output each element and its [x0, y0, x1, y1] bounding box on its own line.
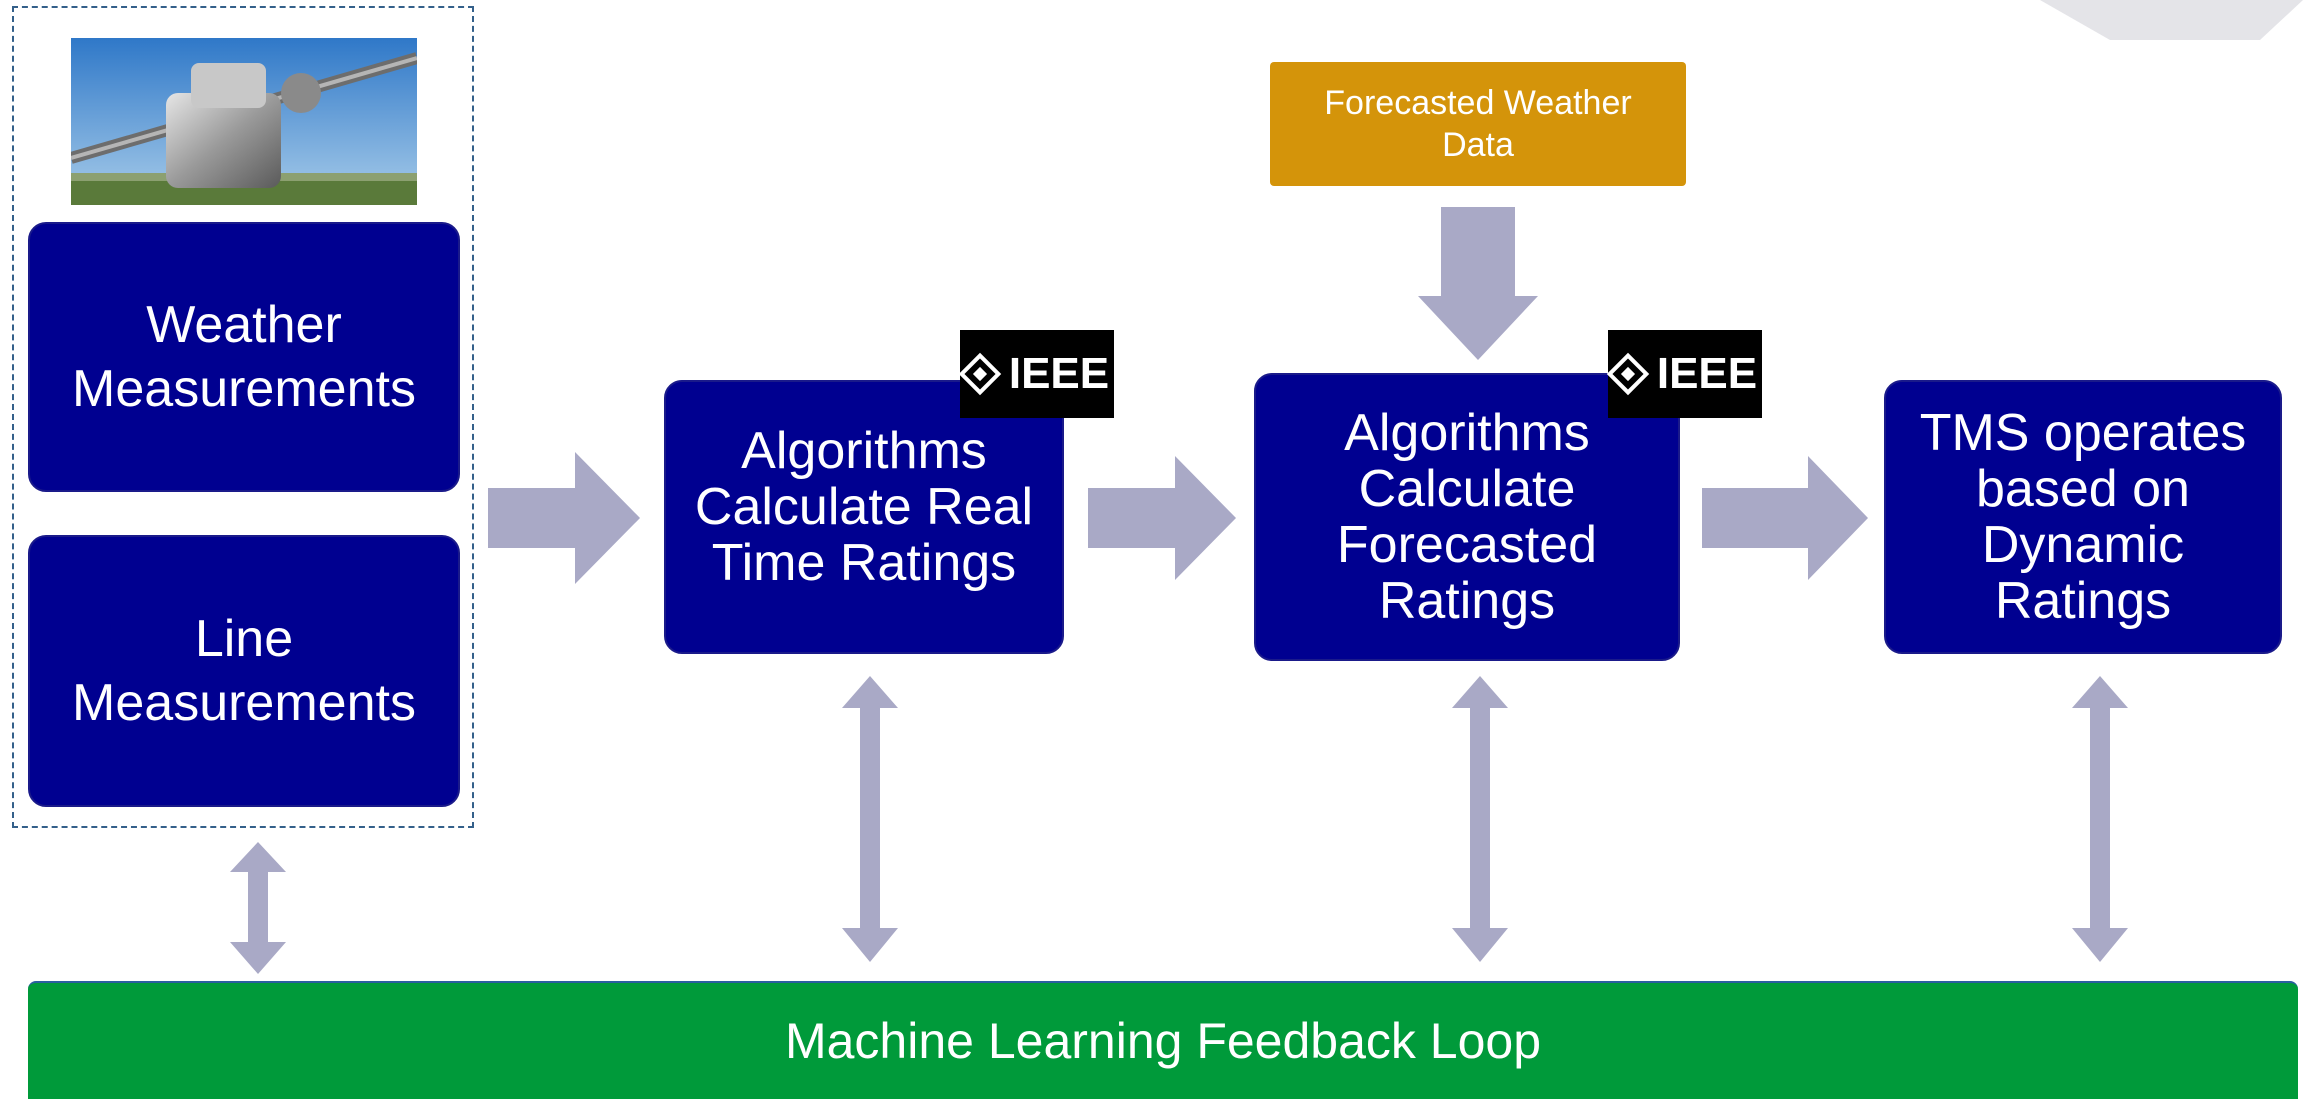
ieee-logo-text: IEEE: [1656, 349, 1758, 398]
realtime-line-1: Algorithms: [741, 422, 987, 480]
forecasted-ratings-box: Algorithms Calculate Forecasted Ratings: [1254, 373, 1680, 661]
weather-measurements-box: Weather Measurements: [28, 222, 460, 492]
ieee-logo: IEEE: [1606, 330, 1762, 418]
forecasted-weather-data-box: Forecasted Weather Data: [1270, 62, 1686, 186]
weather-line-2: Measurements: [72, 360, 416, 418]
weather-line-1: Weather: [146, 296, 342, 354]
tms-line-3: Dynamic: [1981, 516, 2185, 574]
line-line-2: Measurements: [72, 674, 416, 732]
line-sensor-photo: [71, 38, 417, 205]
bidirectional-arrow-icon: [842, 676, 898, 962]
arrow-right-icon: [488, 452, 640, 584]
forecasted-line-4: Ratings: [1378, 572, 1556, 630]
arrow-right-icon: [1088, 456, 1236, 580]
tms-line-1: TMS operates: [1919, 404, 2247, 462]
tms-line-4: Ratings: [1994, 572, 2172, 630]
ieee-logo: IEEE: [958, 330, 1114, 418]
corner-decoration: [2040, 0, 2303, 40]
sensor-group-frame: [12, 6, 474, 828]
forecast-line-1: Forecasted Weather: [1324, 84, 1632, 122]
forecasted-line-2: Calculate: [1358, 460, 1576, 518]
feedback-label: Machine Learning Feedback Loop: [784, 1013, 1542, 1069]
arrow-down-icon: [1418, 207, 1538, 360]
tms-line-2: based on: [1976, 460, 2190, 518]
line-measurements-box: Line Measurements: [28, 535, 460, 807]
ieee-logo-text: IEEE: [1008, 349, 1110, 398]
forecasted-line-3: Forecasted: [1336, 516, 1598, 574]
realtime-line-3: Time Ratings: [711, 534, 1017, 592]
machine-learning-feedback-bar: Machine Learning Feedback Loop: [28, 981, 2298, 1099]
tms-dynamic-ratings-box: TMS operates based on Dynamic Ratings: [1884, 380, 2282, 654]
bidirectional-arrow-icon: [1452, 676, 1508, 962]
forecasted-line-1: Algorithms: [1344, 404, 1590, 462]
forecast-line-2: Data: [1442, 126, 1514, 164]
bidirectional-arrow-icon: [2072, 676, 2128, 962]
line-line-1: Line: [194, 610, 294, 668]
realtime-line-2: Calculate Real: [694, 478, 1034, 536]
arrow-right-icon: [1702, 456, 1868, 580]
realtime-ratings-box: Algorithms Calculate Real Time Ratings: [664, 380, 1064, 654]
bidirectional-arrow-icon: [230, 842, 286, 974]
